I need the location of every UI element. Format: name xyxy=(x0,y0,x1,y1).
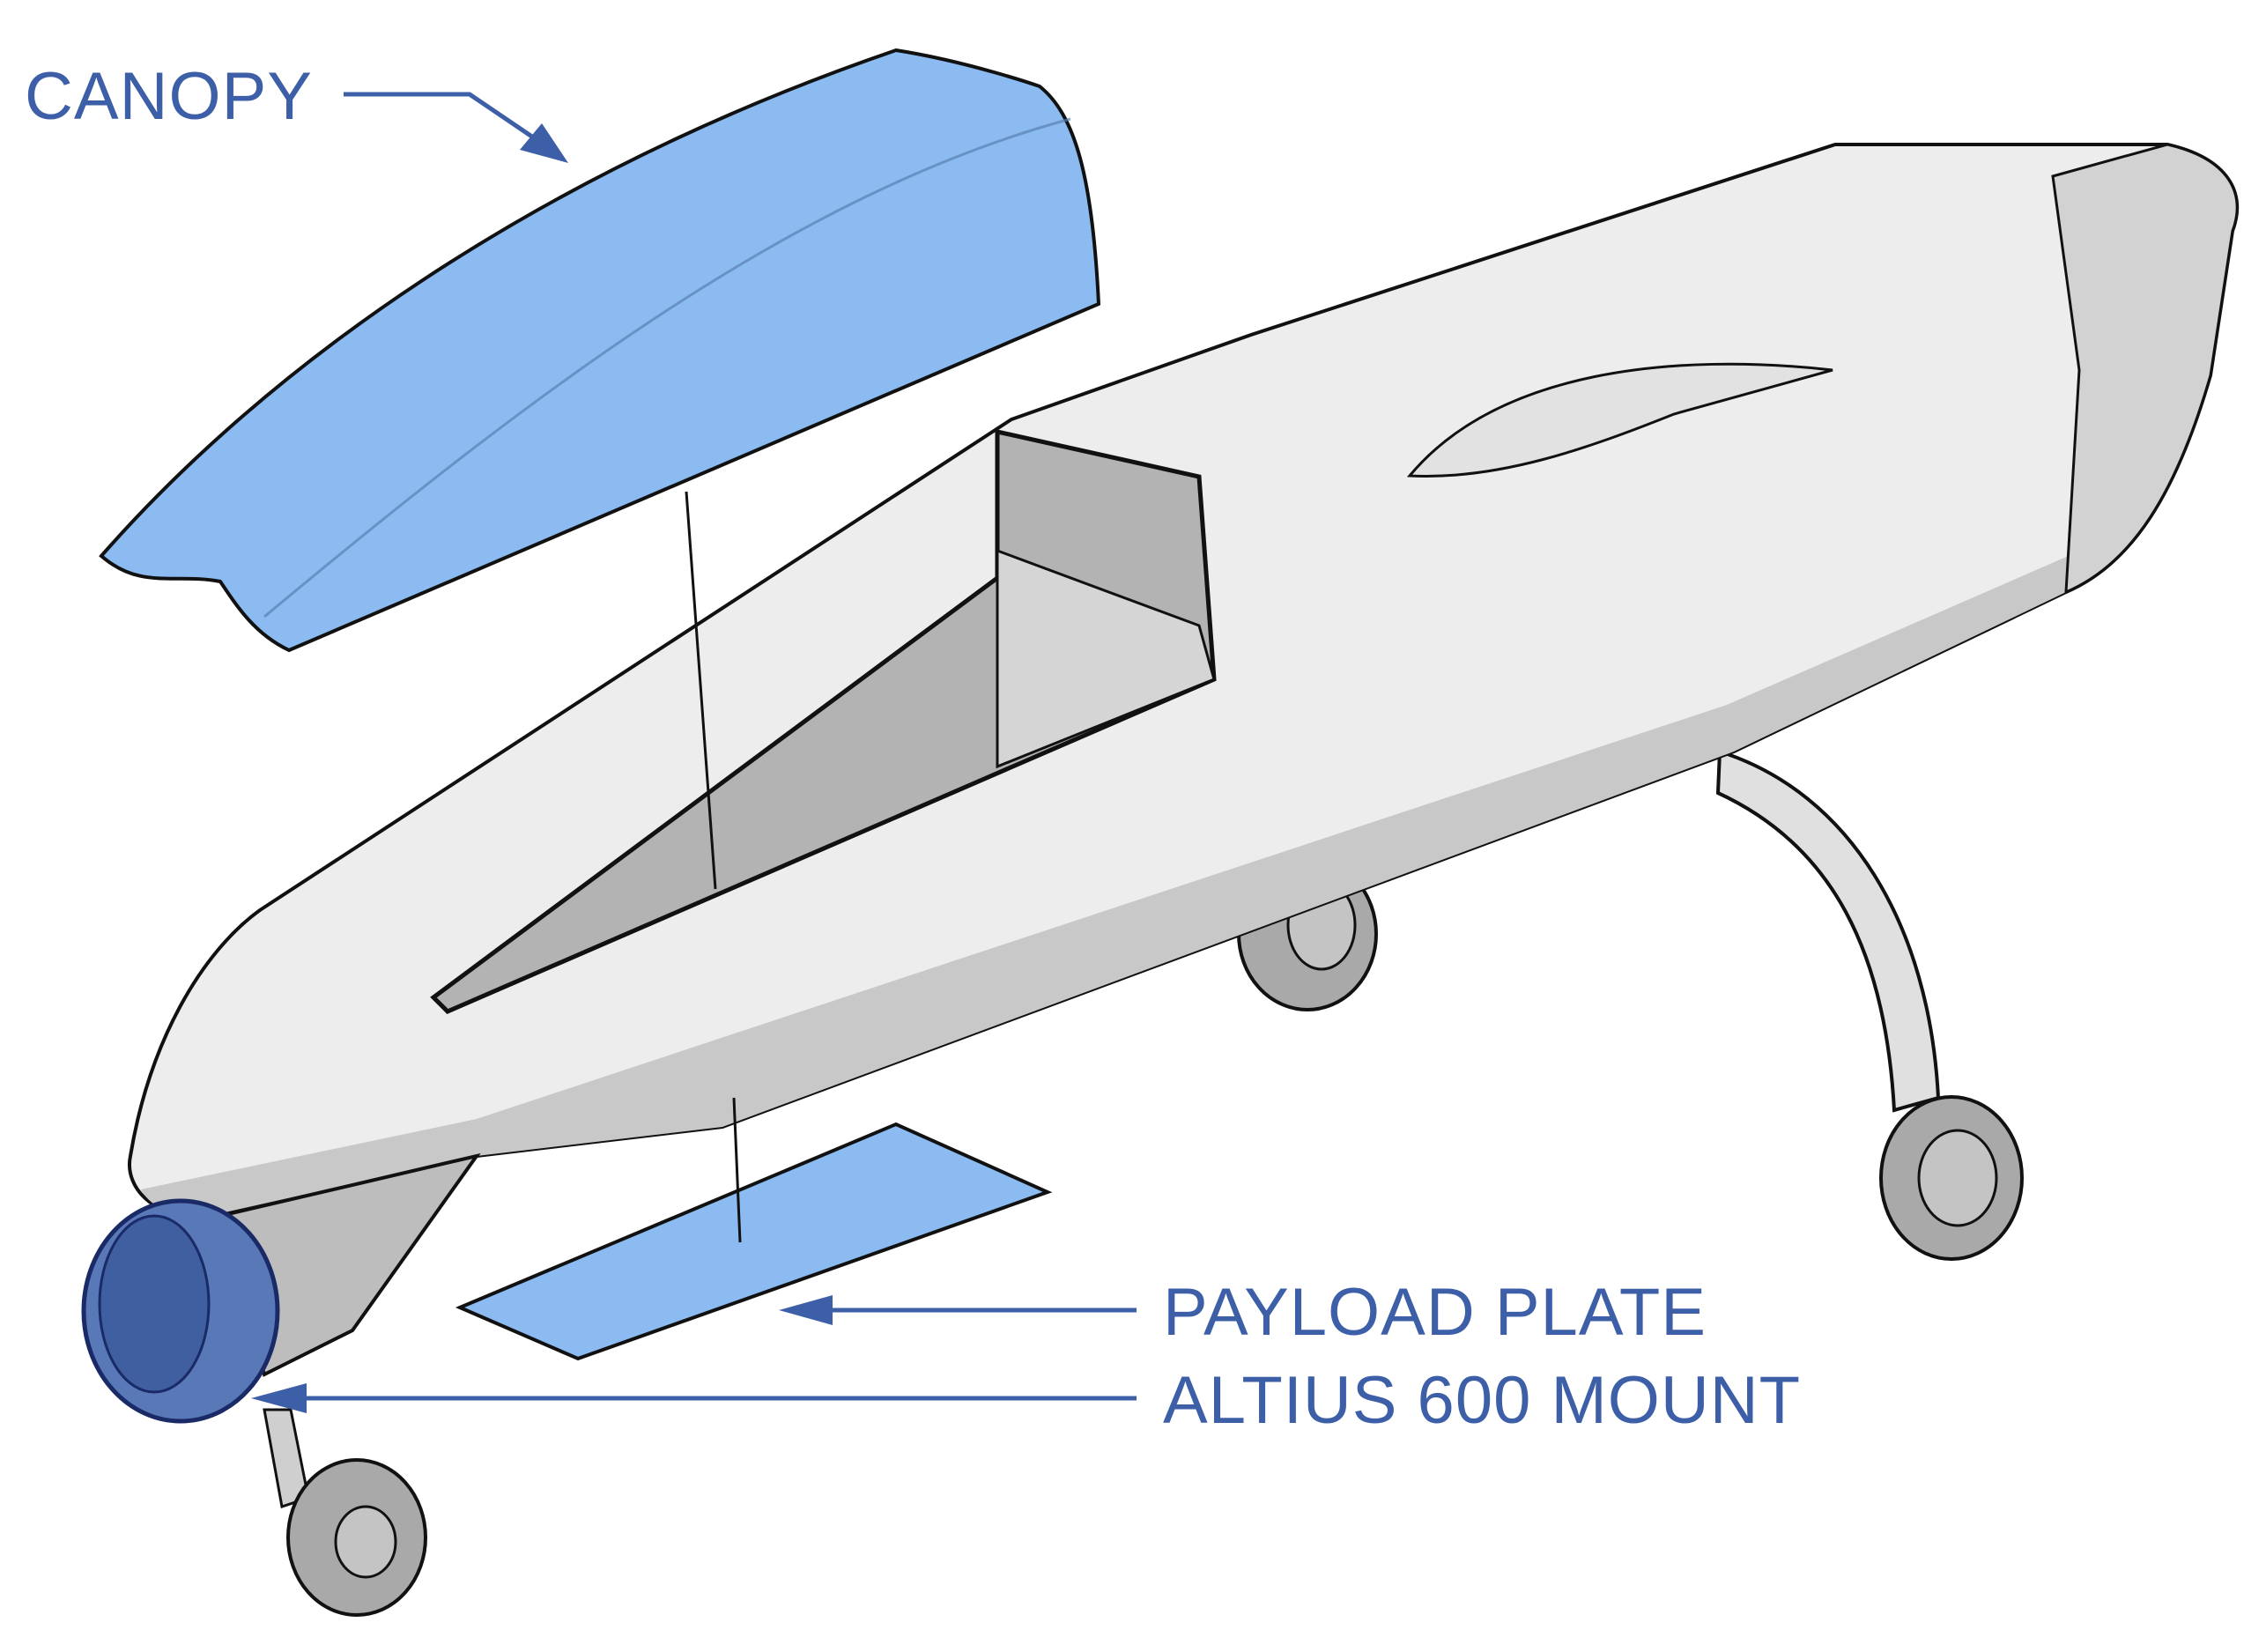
canopy xyxy=(99,48,1101,653)
canopy-explode-line xyxy=(685,491,717,890)
cockpit-bulkhead xyxy=(996,548,1216,769)
altius-600-mount-face xyxy=(98,1214,211,1394)
canopy-callout-arrow xyxy=(344,92,568,163)
nose-section xyxy=(2051,143,2239,595)
payload-plate-label: PAYLOAD PLATE xyxy=(1163,1275,1707,1350)
payload-explode-line xyxy=(732,1097,742,1243)
altius-600-mount-label: ALTIUS 600 MOUNT xyxy=(1163,1363,1802,1438)
rear-wheel-hub xyxy=(1917,1129,1998,1227)
altius-mount-callout-arrow xyxy=(251,1383,1137,1413)
canopy-ridge-line xyxy=(263,117,1071,619)
canopy-label: CANOPY xyxy=(25,59,313,134)
payload-plate-callout-arrow xyxy=(779,1295,1137,1325)
rear-gear-strut xyxy=(1715,749,1941,1113)
nose-wheel-hub xyxy=(334,1505,397,1579)
payload-plate xyxy=(455,1122,1053,1361)
air-intake xyxy=(1406,362,1833,478)
